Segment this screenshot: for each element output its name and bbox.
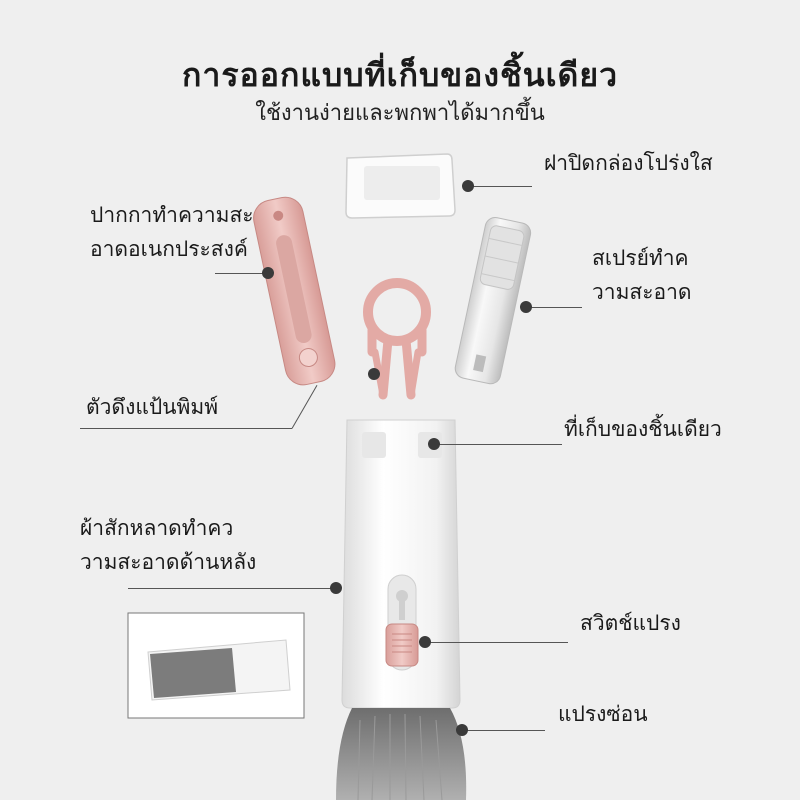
puller-marker [368,368,380,380]
switch-leader-line [428,642,568,643]
brush-label: แปรงซ่อน [558,702,648,726]
storage-label: ที่เก็บของชิ้นเดียว [564,417,722,441]
pen-leader-line [215,273,270,274]
felt-cloth-inset [127,612,305,719]
lid-label: ฝาปิดกล่องโปร่งใส [544,151,713,175]
lid-leader-line [470,186,532,187]
spray-leader-line [530,307,582,308]
pen-label: ปากกาทำความสะ อาดอเนกประสงค์ [90,203,254,261]
hidden-brush [336,708,467,800]
spray-marker [520,301,532,313]
clear-spray-bottle [454,216,532,385]
cloth-leader-line [128,588,336,589]
cloth-label: ผ้าสักหลาดทำคว วามสะอาดด้านหลัง [80,516,257,574]
lid-marker [462,180,474,192]
puller-leader-line-h [80,428,292,429]
storage-body [341,419,461,709]
page-title: การออกแบบที่เก็บของชิ้นเดียว [181,56,619,94]
pen-marker [262,267,274,279]
page-subtitle: ใช้งานง่ายและพกพาได้มากขึ้น [255,101,545,126]
pink-cleaning-pen [253,196,336,386]
brush-leader-line [465,730,545,731]
switch-marker [419,636,431,648]
cloth-marker [330,582,342,594]
keycap-puller-label: ตัวดึงแป้นพิมพ์ [86,395,219,419]
transparent-lid [345,153,456,219]
switch-label: สวิตช์แปรง [580,611,681,635]
brush-marker [456,724,468,736]
spray-label: สเปรย์ทำค วามสะอาด [592,246,692,304]
storage-marker [428,438,440,450]
storage-leader-line [438,444,562,445]
